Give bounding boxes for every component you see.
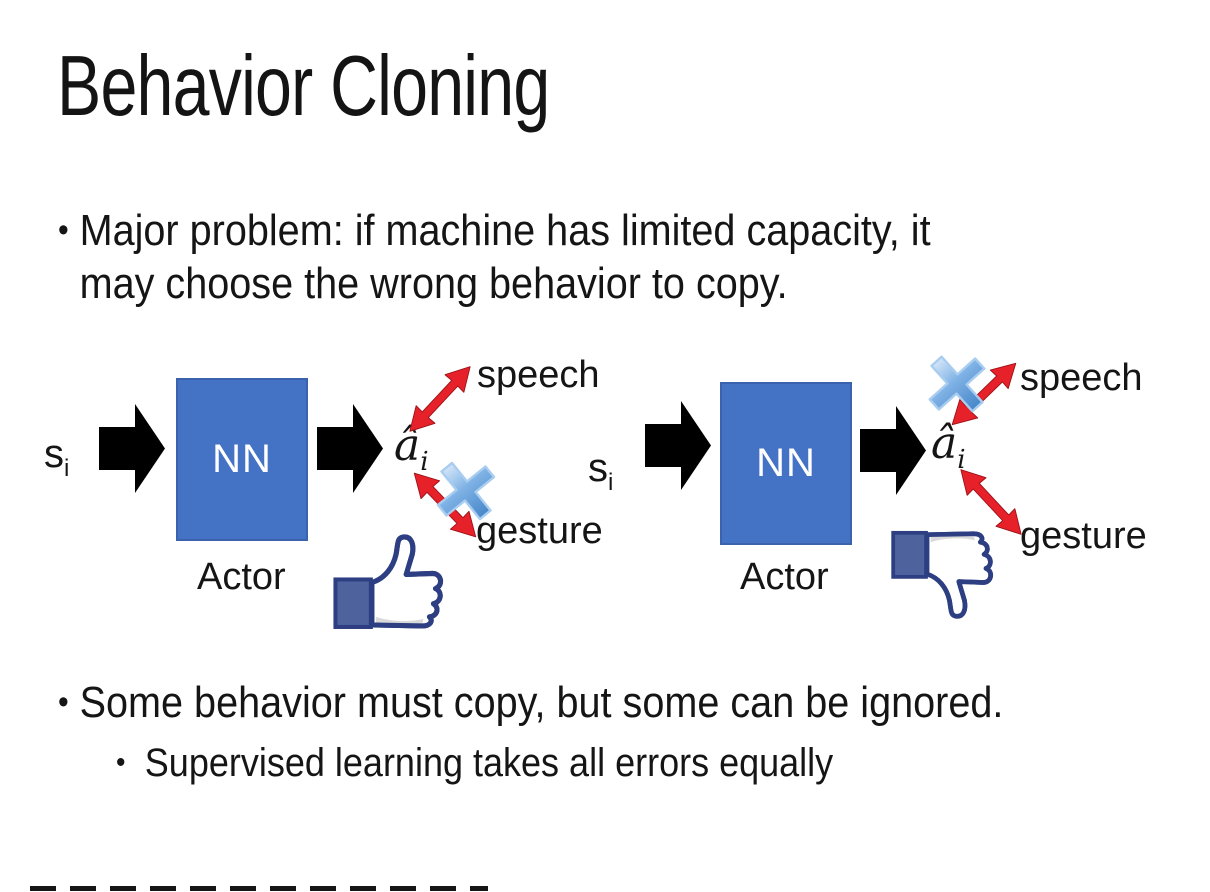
right-arrow-icon [317, 404, 383, 493]
thumbs-up-icon [333, 534, 444, 629]
nn-box: NN [176, 378, 308, 541]
action-speech-label: speech [477, 354, 600, 396]
bullet-line-1: Major problem: if machine has limited ca… [79, 206, 931, 255]
right-arrow-icon [645, 401, 711, 490]
nn-label: NN [212, 437, 272, 481]
bullet-line: Supervised learning takes all errors equ… [144, 741, 834, 785]
right-arrow-icon [99, 404, 165, 493]
actor-caption: Actor [740, 556, 829, 598]
gesture-double-arrow-icon [960, 469, 1022, 535]
cross-out-icon [928, 355, 986, 413]
bullet-some-behavior: • Some behavior must copy, but some can … [58, 676, 1003, 729]
bullet-dot: • [58, 683, 69, 721]
action-gesture-label: gesture [476, 510, 603, 552]
bullet-line: Some behavior must copy, but some can be… [79, 678, 1004, 727]
sub-bullet-supervised: • Supervised learning takes all errors e… [116, 738, 833, 788]
input-state-label: si [588, 446, 614, 496]
bullet-major-problem: • Major problem: if machine has limited … [58, 204, 931, 310]
bullet-dot: • [58, 211, 69, 249]
bullet-dot: • [116, 746, 126, 779]
nn-box: NN [720, 382, 852, 545]
output-action-label: âi [931, 418, 966, 475]
action-gesture-label: gesture [1020, 515, 1147, 557]
right-arrow-icon [860, 406, 926, 495]
actor-caption: Actor [197, 556, 286, 598]
thumbs-down-icon [891, 530, 993, 619]
nn-label: NN [756, 441, 816, 485]
bottom-cropped-element [30, 886, 488, 891]
speech-double-arrow-icon [951, 362, 1017, 426]
speech-double-arrow-icon [409, 366, 471, 432]
bullet-line-2: may choose the wrong behavior to copy. [79, 259, 788, 308]
action-speech-label: speech [1020, 357, 1143, 399]
cross-out-icon [436, 461, 496, 521]
page-title: Behavior Cloning [57, 39, 550, 134]
input-state-label: si [44, 432, 70, 482]
